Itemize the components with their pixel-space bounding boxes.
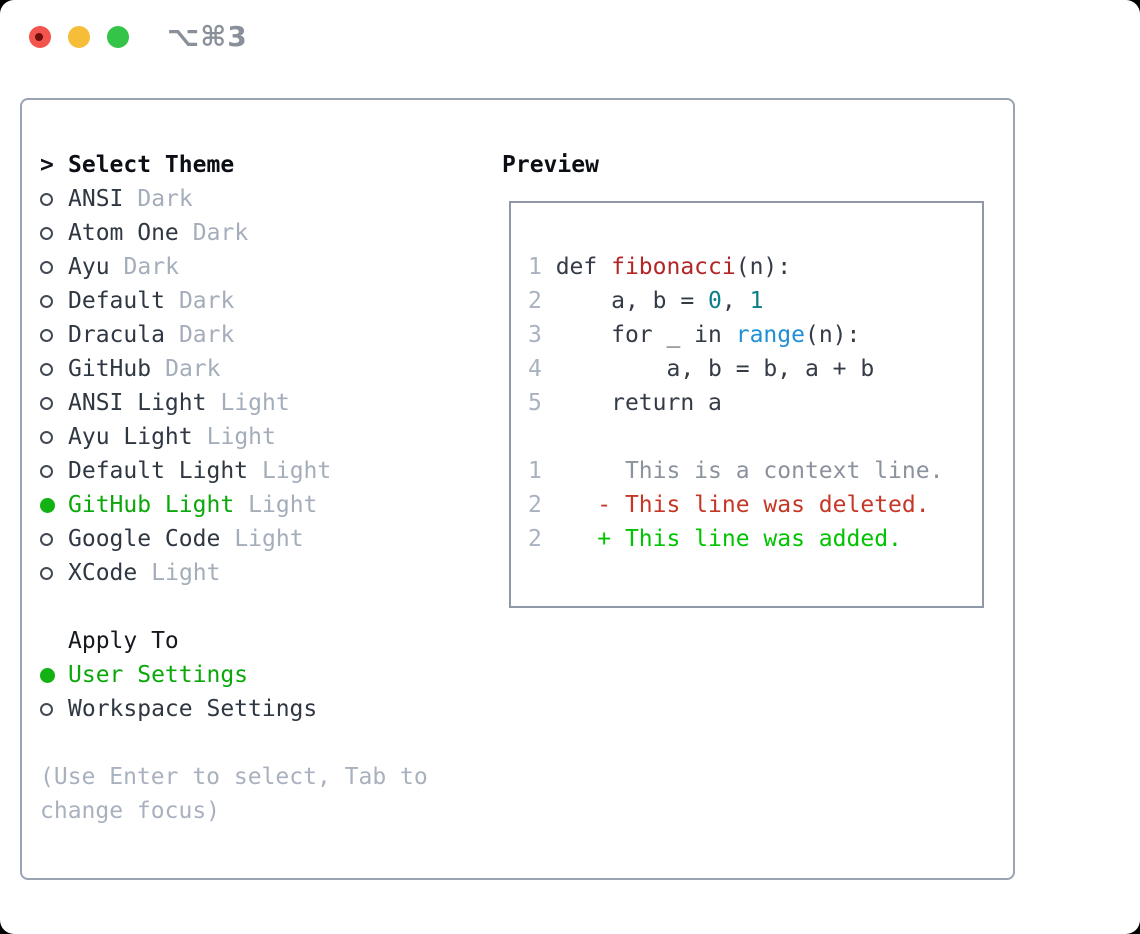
code-line: 1 def fibonacci(n): — [528, 254, 792, 280]
help-text: (Use Enter to select, Tab to change focus… — [40, 760, 428, 828]
help-line: change focus) — [40, 798, 221, 824]
radio-icon — [40, 260, 53, 274]
theme-variant: Light — [206, 424, 276, 450]
code-line: 5 return a — [528, 390, 722, 416]
theme-variant: Dark — [178, 288, 235, 314]
theme-name: XCode — [68, 560, 138, 586]
code-line — [528, 420, 943, 454]
theme-option-ansi-light-light[interactable]: ANSI Light Light — [40, 386, 331, 420]
theme-option-xcode-light[interactable]: XCode Light — [40, 556, 331, 590]
preview-title: Preview — [502, 152, 599, 178]
theme-name: GitHub — [68, 356, 152, 382]
theme-name: Dracula — [68, 322, 165, 348]
select-theme-header: > Select Theme — [40, 148, 331, 182]
theme-name: Default Light — [68, 458, 249, 484]
zoom-button[interactable] — [107, 26, 129, 48]
radio-icon — [40, 464, 53, 478]
radio-selected-icon — [40, 667, 55, 683]
theme-name: Ayu — [68, 254, 110, 280]
theme-option-google-code-light[interactable]: Google Code Light — [40, 522, 331, 556]
theme-option-github-light-light[interactable]: GitHub Light Light — [40, 488, 331, 522]
code-line: 4 a, b = b, a + b — [528, 356, 875, 382]
window-shortcut-label: ⌥⌘3 — [167, 20, 248, 53]
radio-icon — [40, 396, 53, 410]
apply-to-header: Apply To — [40, 624, 331, 658]
theme-variant: Dark — [123, 254, 179, 280]
apply-option-workspace-settings[interactable]: Workspace Settings — [40, 692, 331, 726]
radio-selected-icon — [40, 497, 55, 513]
theme-option-default-dark[interactable]: Default Dark — [40, 284, 331, 318]
radio-icon — [40, 702, 53, 716]
radio-icon — [40, 328, 53, 342]
help-line: (Use Enter to select, Tab to — [40, 764, 428, 790]
theme-option-ansi-dark[interactable]: ANSI Dark — [40, 182, 331, 216]
theme-name: Ayu Light — [68, 424, 193, 450]
theme-option-ayu-dark[interactable]: Ayu Dark — [40, 250, 331, 284]
theme-option-ayu-light-light[interactable]: Ayu Light Light — [40, 420, 331, 454]
code-line: 2 + This line was added. — [528, 526, 902, 552]
apply-option-user-settings[interactable]: User Settings — [40, 658, 331, 692]
code-line: 3 for _ in range(n): — [528, 322, 861, 348]
apply-option-label: Workspace Settings — [68, 696, 318, 722]
select-theme-title: Select Theme — [68, 152, 235, 178]
theme-name: Atom One — [68, 220, 179, 246]
theme-variant: Light — [151, 560, 221, 586]
theme-name: Google Code — [68, 526, 221, 552]
code-line: 2 a, b = 0, 1 — [528, 288, 764, 314]
theme-variant: Dark — [178, 322, 235, 348]
theme-variant: Dark — [137, 186, 193, 212]
theme-option-atom-one-dark[interactable]: Atom One Dark — [40, 216, 331, 250]
radio-icon — [40, 430, 53, 444]
theme-option-dracula-dark[interactable]: Dracula Dark — [40, 318, 331, 352]
theme-variant: Light — [262, 458, 332, 484]
radio-icon — [40, 294, 53, 308]
code-preview: 1 def fibonacci(n): 2 a, b = 0, 1 3 for _ … — [528, 250, 943, 556]
theme-name: Default — [68, 288, 165, 314]
preview-box: 1 def fibonacci(n): 2 a, b = 0, 1 3 for _ … — [509, 201, 984, 608]
radio-icon — [40, 226, 53, 240]
apply-option-label: User Settings — [68, 662, 249, 688]
theme-variant: Light — [220, 390, 290, 416]
theme-name: ANSI Light — [68, 390, 207, 416]
code-line: 2 - This line was deleted. — [528, 492, 930, 518]
theme-option-default-light-light[interactable]: Default Light Light — [40, 454, 331, 488]
close-button[interactable] — [29, 26, 51, 48]
theme-variant: Dark — [165, 356, 221, 382]
theme-variant: Light — [234, 526, 304, 552]
spacer-row — [40, 590, 331, 624]
radio-icon — [40, 362, 53, 376]
radio-icon — [40, 192, 53, 206]
code-line: 1 This is a context line. — [528, 458, 944, 484]
theme-option-github-dark[interactable]: GitHub Dark — [40, 352, 331, 386]
radio-icon — [40, 532, 53, 546]
theme-variant: Dark — [192, 220, 249, 246]
prompt-icon: > — [40, 152, 54, 178]
theme-name: ANSI — [68, 186, 124, 212]
theme-name: GitHub Light — [68, 492, 235, 518]
minimize-button[interactable] — [68, 26, 90, 48]
apply-to-title: Apply To — [68, 628, 179, 654]
radio-icon — [40, 566, 53, 580]
theme-variant: Light — [248, 492, 318, 518]
